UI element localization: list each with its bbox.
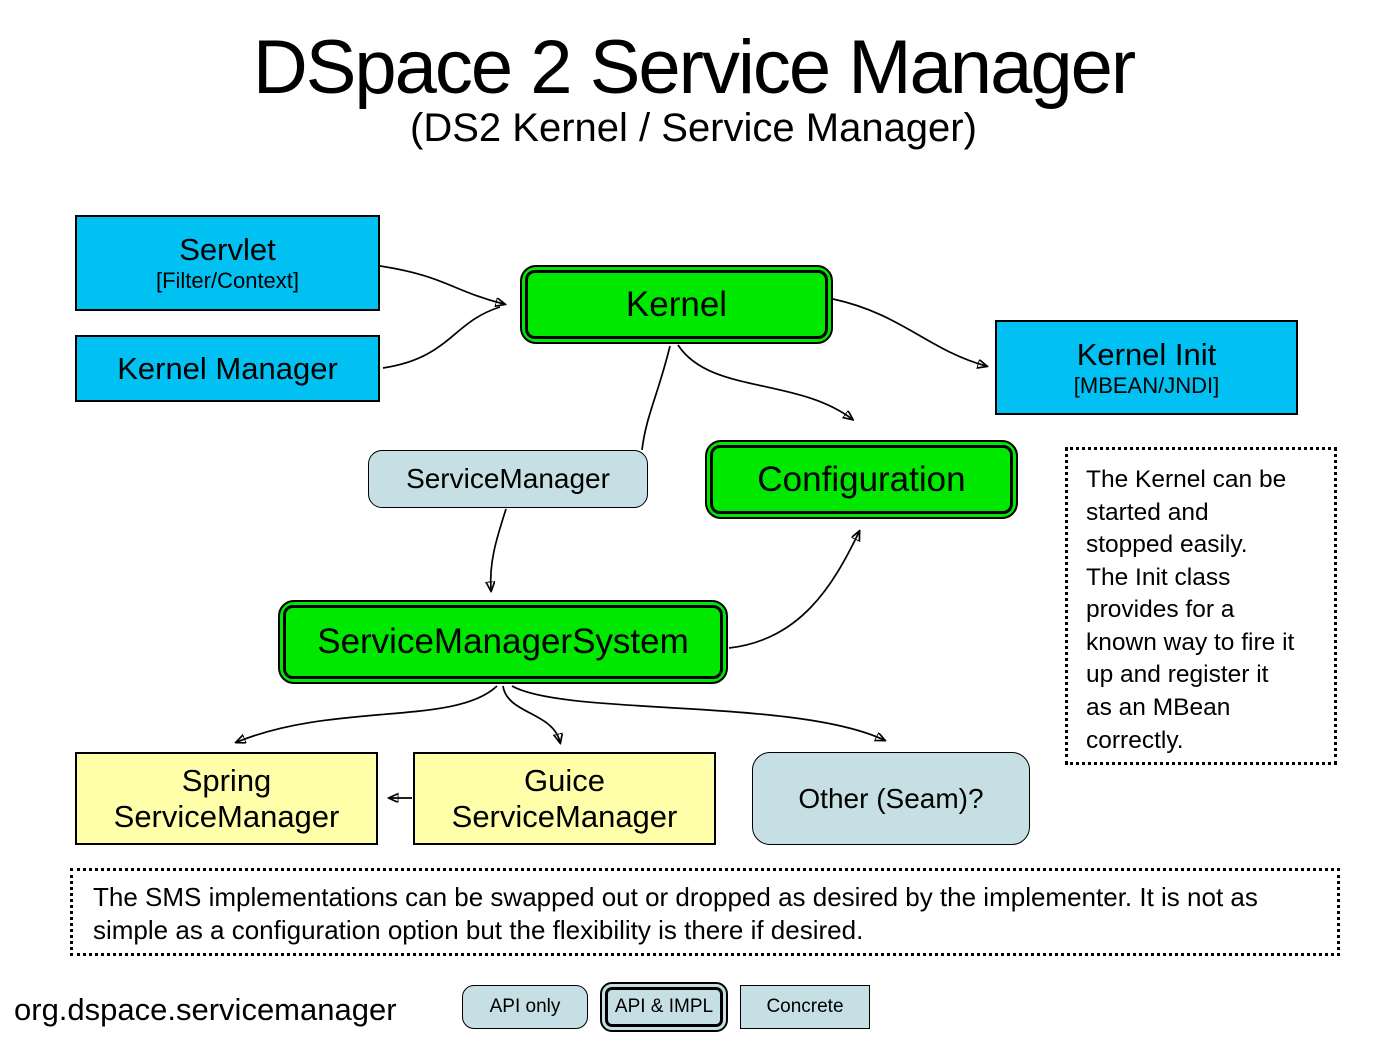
legend-concrete-label: Concrete (766, 996, 844, 1017)
node-service-manager-system: ServiceManagerSystem (278, 600, 728, 684)
node-servlet-subtitle: [Filter/Context] (155, 268, 300, 293)
node-kernel: Kernel (520, 265, 833, 344)
node-other-seam-label: Other (Seam)? (798, 782, 984, 814)
node-guice-line2: ServiceManager (451, 798, 678, 834)
node-kernel-init-subtitle: [MBEAN/JNDI] (1073, 372, 1220, 398)
sms-note: The SMS implementations can be swapped o… (70, 868, 1340, 956)
node-guice-service-manager: Guice ServiceManager (413, 752, 716, 845)
node-servlet-title: Servlet (179, 232, 276, 267)
node-service-manager-system-label: ServiceManagerSystem (317, 622, 689, 661)
node-other-seam: Other (Seam)? (752, 752, 1030, 845)
legend-concrete: Concrete (740, 985, 870, 1029)
kernel-note: The Kernel can be started and stopped ea… (1065, 447, 1337, 765)
legend-api-impl-label: API & IMPL (614, 996, 714, 1017)
page-subtitle: (DS2 Kernel / Service Manager) (410, 106, 977, 150)
node-kernel-manager-label: Kernel Manager (117, 350, 338, 386)
node-spring-service-manager: Spring ServiceManager (75, 752, 378, 845)
header: DSpace 2 Service Manager (DS2 Kernel / S… (0, 25, 1387, 151)
node-kernel-init: Kernel Init [MBEAN/JNDI] (995, 320, 1298, 415)
node-spring-line2: ServiceManager (113, 798, 340, 834)
node-kernel-label: Kernel (625, 284, 728, 324)
package-name: org.dspace.servicemanager (14, 992, 397, 1027)
node-kernel-init-title: Kernel Init (1076, 336, 1217, 372)
legend-api-impl: API & IMPL (600, 982, 728, 1032)
node-configuration: Configuration (705, 440, 1018, 519)
node-configuration-label: Configuration (757, 459, 966, 499)
node-service-manager-label: ServiceManager (406, 463, 610, 494)
node-service-manager: ServiceManager (368, 450, 648, 508)
node-spring-line1: Spring (181, 762, 272, 798)
node-servlet: Servlet [Filter/Context] (75, 215, 380, 311)
node-kernel-manager: Kernel Manager (75, 335, 380, 402)
page-title: DSpace 2 Service Manager (252, 25, 1136, 110)
legend-api-only: API only (462, 985, 588, 1029)
legend-api-only-label: API only (489, 996, 561, 1017)
node-guice-line1: Guice (524, 762, 605, 798)
